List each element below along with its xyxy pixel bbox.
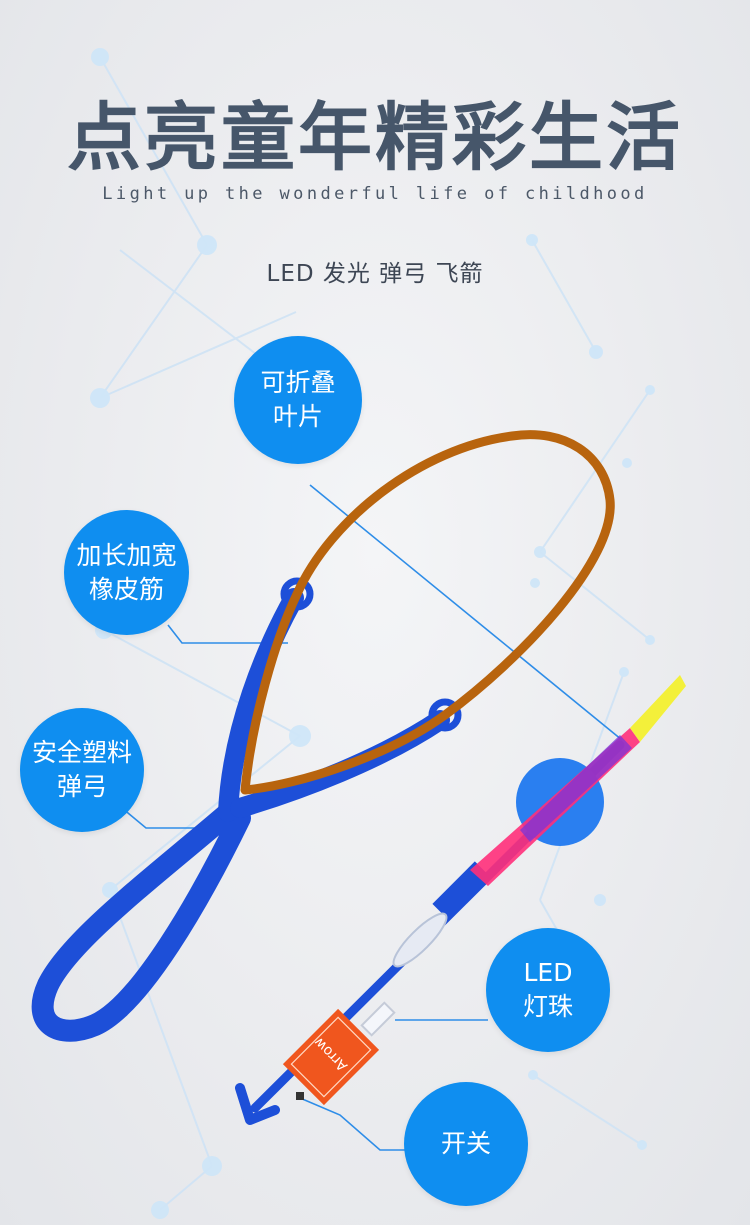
callout-rubber-band: 加长加宽 橡皮筋 (64, 510, 189, 635)
callout-line2: 弹弓 (56, 772, 107, 801)
rubber-band (240, 430, 615, 795)
switch-housing (282, 1008, 380, 1106)
callout-line1: 安全塑料 (31, 738, 132, 767)
page-subtitle: Light up the wonderful life of childhood (102, 184, 648, 204)
callout-line1: 加长加宽 (76, 540, 177, 570)
callout-line2: 灯珠 (522, 992, 573, 1021)
leader-lines (121, 484, 623, 1151)
callout-led-bead: LED 灯珠 (486, 928, 610, 1052)
callout-line1: LED (523, 958, 573, 987)
page-title: 点亮童年精彩生活 (67, 95, 683, 181)
arrow-blades (470, 675, 686, 886)
callout-line2: 叶片 (272, 402, 323, 431)
callout-line1: 可折叠 (260, 368, 336, 397)
callout-switch: 开关 (404, 1082, 528, 1206)
callout-line1: 开关 (440, 1129, 491, 1158)
callout-slingshot: 安全塑料 弹弓 (20, 708, 144, 832)
callout-foldable-blades: 可折叠 叶片 (234, 336, 362, 464)
product-tagline: LED 发光 弹弓 飞箭 (266, 261, 484, 287)
led-bead (360, 912, 448, 1037)
callout-line2: 橡皮筋 (88, 574, 164, 604)
